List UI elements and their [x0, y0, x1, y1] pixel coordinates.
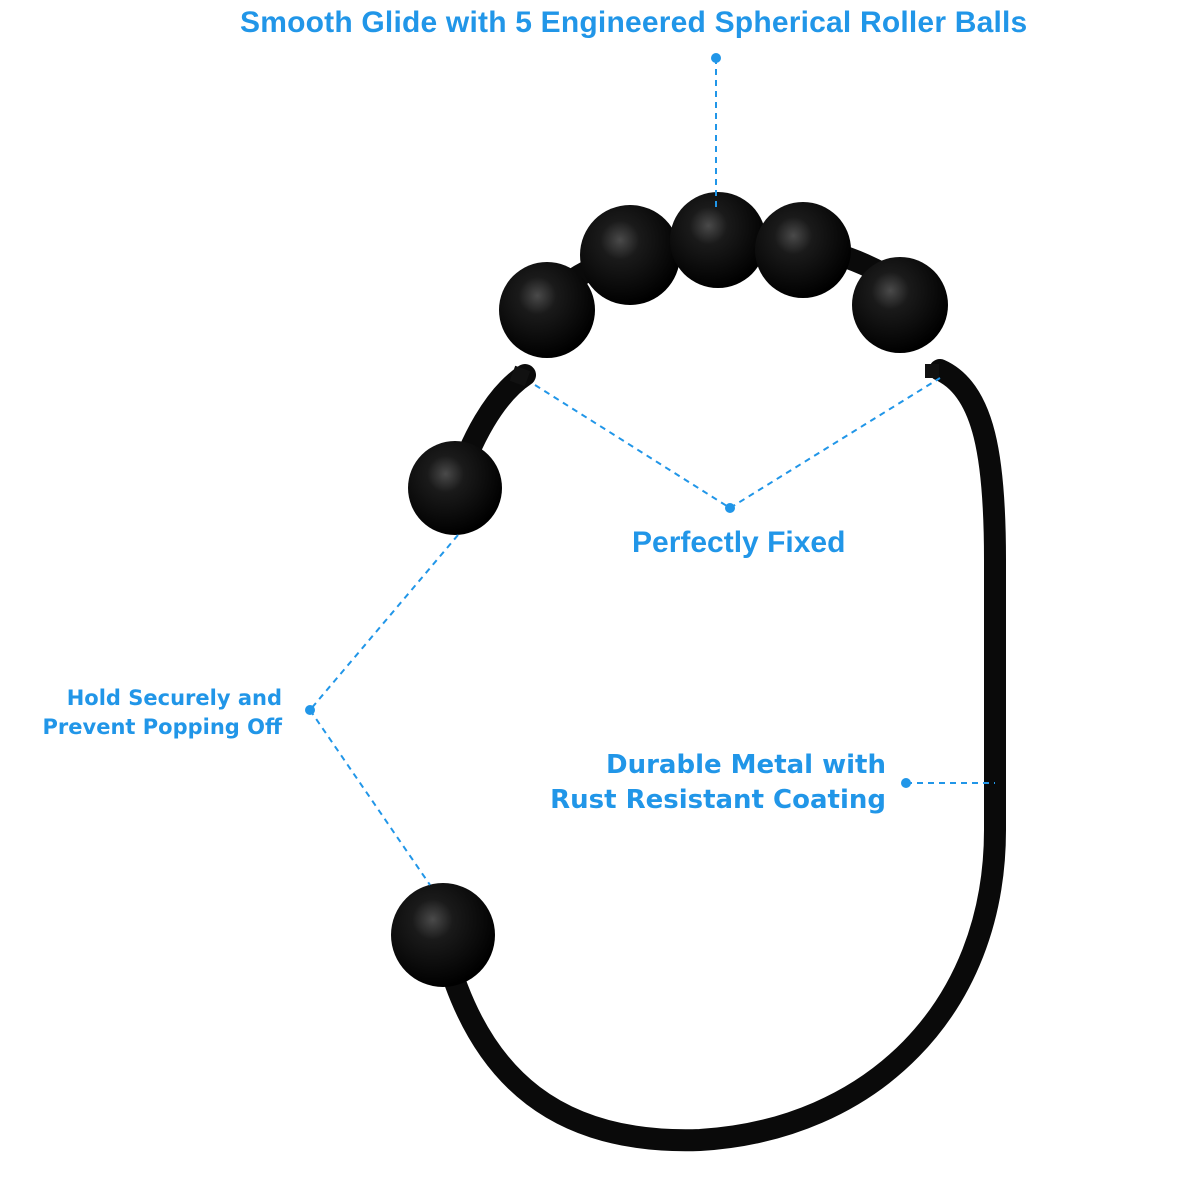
roller-ball	[499, 262, 595, 358]
callout-durable-line2: Rust Resistant Coating	[550, 785, 886, 815]
callout-roller-balls: Smooth Glide with 5 Engineered Spherical…	[240, 6, 1028, 39]
stopper	[925, 364, 939, 378]
callout-hold-line1: Hold Securely and	[66, 686, 282, 710]
callout-hold-line2: Prevent Popping Off	[42, 715, 282, 739]
callout-durable-metal: Durable Metal with Rust Resistant Coatin…	[520, 748, 886, 818]
callout-lines	[309, 58, 995, 886]
roller-ball	[670, 192, 766, 288]
callout-perfectly-fixed: Perfectly Fixed	[632, 526, 846, 559]
roller-ball	[852, 257, 948, 353]
roller-ball	[580, 205, 680, 305]
stopper	[509, 365, 531, 387]
callout-hold-securely: Hold Securely and Prevent Popping Off	[10, 684, 282, 742]
roller-ball	[755, 202, 851, 298]
end-ball-bottom	[391, 883, 495, 987]
callout-dots	[305, 53, 911, 788]
callout-durable-line1: Durable Metal with	[606, 750, 886, 780]
end-ball-top	[408, 441, 502, 535]
roller-balls	[499, 192, 948, 358]
